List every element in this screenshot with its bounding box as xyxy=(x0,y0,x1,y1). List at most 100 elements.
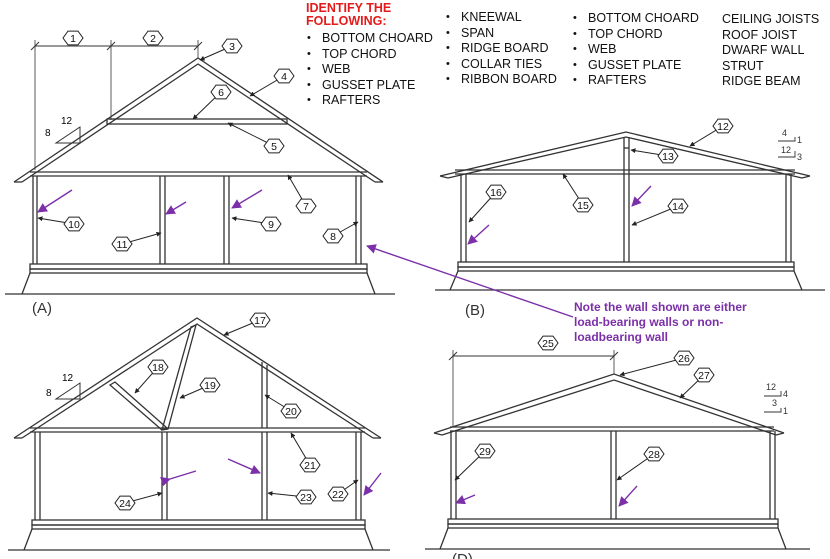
callout-hexagon xyxy=(63,216,85,232)
callout-hexagon xyxy=(643,446,665,462)
callout-6: 6 xyxy=(210,84,232,100)
callout-hexagon xyxy=(299,457,321,473)
house-c xyxy=(8,317,390,551)
callout-hexagon xyxy=(221,38,243,54)
callout-number: 28 xyxy=(648,449,660,461)
callout-number: 20 xyxy=(285,406,297,418)
callout-25: 25 xyxy=(537,335,559,351)
callout-hexagon xyxy=(322,228,344,244)
house-c-strut xyxy=(161,323,197,431)
house-c-roof-top xyxy=(13,317,382,439)
list-item: ROOF JOIST xyxy=(722,27,797,42)
callout-13: 13 xyxy=(657,148,679,164)
callout-24: 24 xyxy=(114,495,136,511)
list-item: RIBBON BOARD xyxy=(446,72,557,88)
list-item: WEB xyxy=(573,42,699,58)
callout-hexagon xyxy=(114,495,136,511)
callout-1: 1 xyxy=(62,30,84,46)
callout-number: 16 xyxy=(490,187,502,199)
term-list-1: BOTTOM CHOARD TOP CHORD WEB GUSSET PLATE… xyxy=(307,31,433,109)
note-line: loadbearing wall xyxy=(574,330,669,344)
callout-hexagon xyxy=(657,148,679,164)
callout-4: 4 xyxy=(273,68,295,84)
callout-number: 9 xyxy=(268,219,274,231)
callout-7: 7 xyxy=(295,198,317,214)
callout-number: 29 xyxy=(479,446,491,458)
callout-number: 4 xyxy=(281,71,287,83)
svg-text:12: 12 xyxy=(781,145,791,155)
term-list-2: KNEEWAL SPAN RIDGE BOARD COLLAR TIES RIB… xyxy=(446,10,557,88)
wall-note: Note the wall shown are either load-bear… xyxy=(574,300,774,345)
svg-text:3: 3 xyxy=(772,398,777,408)
callout-number: 26 xyxy=(678,353,690,365)
list-item: STRUT xyxy=(722,58,764,73)
callout-hexagon xyxy=(147,359,169,375)
svg-text:8: 8 xyxy=(46,388,52,399)
house-d-roof-top xyxy=(433,373,785,434)
callout-number: 1 xyxy=(70,33,76,45)
list-item: TOP CHORD xyxy=(307,47,433,63)
callout-11: 11 xyxy=(111,236,133,252)
callout-hexagon xyxy=(142,30,164,46)
callout-hexagon xyxy=(667,198,689,214)
callout-12: 12 xyxy=(712,118,734,134)
callout-hexagon xyxy=(693,367,715,383)
note-line: load-bearing walls or non- xyxy=(574,315,724,329)
callout-hexagon xyxy=(273,68,295,84)
list-item: CEILING JOISTS xyxy=(722,12,820,26)
svg-text:4: 4 xyxy=(782,128,787,138)
callout-hexagon xyxy=(199,377,221,393)
callout-10: 10 xyxy=(63,216,85,232)
heading-line-2: FOLLOWING: xyxy=(306,14,387,28)
slope-d: 12 4 3 1 xyxy=(764,382,788,416)
callout-18: 18 xyxy=(147,359,169,375)
instruction-heading: IDENTIFY THE FOLLOWING: xyxy=(306,2,391,28)
callout-hexagon xyxy=(111,236,133,252)
callout-hexagon xyxy=(474,443,496,459)
callout-number: 24 xyxy=(119,498,131,510)
callout-hexagon xyxy=(249,312,271,328)
leader-line xyxy=(619,357,685,377)
callout-23: 23 xyxy=(295,489,317,505)
list-item: BOTTOM CHOARD xyxy=(573,11,699,27)
pointer-arrows xyxy=(37,185,652,507)
heading-line-1: IDENTIFY THE xyxy=(306,1,392,15)
callout-hexagon xyxy=(673,350,695,366)
svg-text:3: 3 xyxy=(797,152,802,162)
callout-number: 22 xyxy=(332,489,344,501)
callout-number: 11 xyxy=(117,239,128,251)
callout-hexagon xyxy=(485,184,507,200)
house-b-roof-top xyxy=(439,131,811,177)
callout-14: 14 xyxy=(667,198,689,214)
callout-hexagon xyxy=(210,84,232,100)
callout-29: 29 xyxy=(474,443,496,459)
callout-number: 3 xyxy=(229,41,235,53)
svg-text:1: 1 xyxy=(783,406,788,416)
house-a-roof-under xyxy=(21,63,376,183)
callout-number: 7 xyxy=(303,201,309,213)
callout-number: 5 xyxy=(271,141,277,153)
callout-number: 12 xyxy=(717,121,729,133)
callout-hexagon xyxy=(260,216,282,232)
callout-hexagon xyxy=(295,489,317,505)
slope-b: 4 1 12 3 xyxy=(778,128,802,162)
list-item: COLLAR TIES xyxy=(446,57,557,73)
callout-number: 27 xyxy=(698,370,710,382)
callout-27: 27 xyxy=(693,367,715,383)
callout-hexagon xyxy=(263,138,285,154)
callout-number: 13 xyxy=(662,151,674,163)
callout-number: 18 xyxy=(152,362,164,374)
callout-number: 2 xyxy=(150,33,156,45)
callout-hexagon xyxy=(280,403,302,419)
house-a xyxy=(5,40,395,295)
callout-number: 19 xyxy=(204,380,216,392)
callout-3: 3 xyxy=(221,38,243,54)
callout-number: 6 xyxy=(218,87,224,99)
callout-19: 19 xyxy=(199,377,221,393)
term-list-4: CEILING JOISTS ROOF JOIST DWARF WALL STR… xyxy=(722,12,819,90)
callout-28: 28 xyxy=(643,446,665,462)
callout-number: 23 xyxy=(300,492,312,504)
house-a-collar-tie xyxy=(106,118,288,125)
